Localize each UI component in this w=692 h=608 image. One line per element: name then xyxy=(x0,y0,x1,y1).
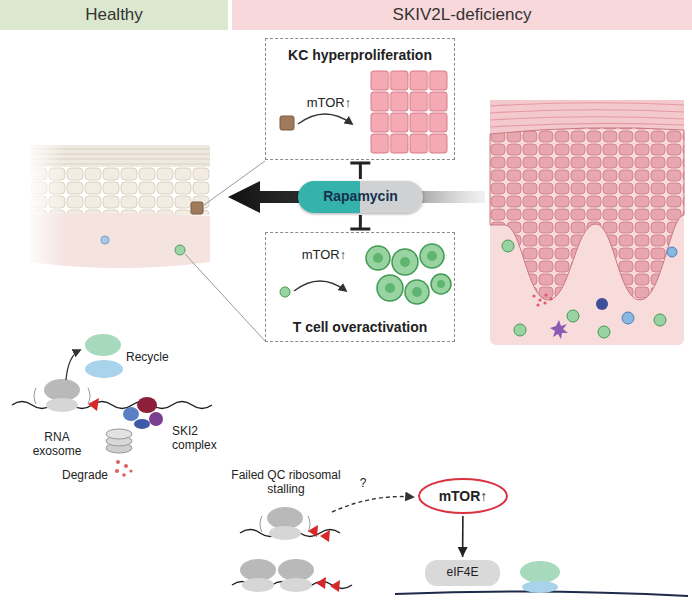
node-text: Rapamycin xyxy=(298,188,423,205)
header-band: Healthy xyxy=(0,0,228,30)
stall-signal xyxy=(88,398,99,411)
ribosome xyxy=(240,559,276,592)
t-cell xyxy=(654,314,666,326)
cytokines xyxy=(532,293,552,306)
node-text: KC hyperproliferation xyxy=(266,47,454,64)
text-label: Degrade xyxy=(62,468,117,482)
node-text: mTOR↑ xyxy=(420,488,506,505)
node-text: Healthy xyxy=(0,5,228,25)
reversal-arrow xyxy=(228,181,485,213)
node-text: mTOR↑ xyxy=(289,247,359,263)
rna-exosome xyxy=(106,429,132,453)
node-text: SKIV2L-deficiency xyxy=(232,5,692,25)
dendritic-cell xyxy=(550,320,568,339)
pathway-oval: mTOR↑ xyxy=(418,478,508,514)
epidermis xyxy=(490,128,684,300)
t-cell-cluster xyxy=(366,244,451,304)
text-label: SKI2 complex xyxy=(172,424,232,453)
stall-signal xyxy=(330,580,340,592)
keratinocyte-cluster xyxy=(370,70,448,154)
healthy-skin xyxy=(25,140,210,280)
ribosome xyxy=(278,559,314,592)
recycle-arrow xyxy=(66,350,80,380)
ski2-complex xyxy=(123,397,163,429)
keratinocyte xyxy=(280,116,294,130)
inhibition-bar xyxy=(350,161,370,164)
stall-signal xyxy=(320,530,330,542)
t-cell xyxy=(598,326,610,338)
ribosome xyxy=(267,507,303,540)
t-cell xyxy=(514,324,526,336)
degraded-rna xyxy=(115,460,133,477)
immune-cell xyxy=(101,236,109,244)
node-text: T cell overactivation xyxy=(266,319,454,336)
factor-shape: eIF4E xyxy=(425,560,500,586)
node-text: mTOR↑ xyxy=(294,95,364,111)
panel-box: mTOR↑ T cell overactivation xyxy=(265,232,455,342)
proliferation-arrow xyxy=(298,114,352,124)
immune-cell xyxy=(667,247,677,257)
arrow-head xyxy=(458,547,468,557)
fade xyxy=(25,140,65,280)
text-label: RNA exosome xyxy=(26,430,88,459)
motion-marks xyxy=(34,388,90,404)
leader-line xyxy=(185,254,265,341)
dermis xyxy=(490,100,684,345)
t-cell xyxy=(567,310,579,322)
connector-line xyxy=(359,215,362,229)
t-cell xyxy=(280,287,290,297)
text-label: Recycle xyxy=(126,350,196,364)
header-band: SKIV2L-deficiency xyxy=(232,0,692,30)
immune-cell xyxy=(596,298,608,310)
ribosome xyxy=(44,379,80,412)
ribosome-subunit xyxy=(85,360,123,378)
stall-signal xyxy=(308,525,318,537)
mrna xyxy=(12,402,212,409)
t-cell xyxy=(175,245,185,255)
immune-cell xyxy=(622,312,634,324)
t-cell xyxy=(502,240,514,252)
panel-box: KC hyperproliferation mTOR↑ xyxy=(265,38,455,160)
keratinocyte xyxy=(191,202,203,214)
connector-line xyxy=(359,163,362,179)
dashed-arrow xyxy=(332,497,413,512)
text-label: ? xyxy=(356,476,370,490)
inhibition-bar xyxy=(350,227,370,230)
text-label: Failed QC ribosomal stalling xyxy=(226,468,346,497)
ribosome-subunit xyxy=(520,561,560,583)
motion-marks xyxy=(260,516,310,532)
stall-signal xyxy=(316,577,326,589)
arrow-connector xyxy=(458,516,468,557)
activation-arrow xyxy=(294,281,346,291)
drug-pill: Rapamycin xyxy=(298,181,423,213)
ribosome-subunit xyxy=(522,581,558,593)
inhibition-connector xyxy=(350,163,370,179)
node-text: eIF4E xyxy=(425,565,500,579)
inhibition-connector xyxy=(350,215,370,229)
diseased-skin xyxy=(490,100,684,345)
ribosome-subunit xyxy=(85,334,121,356)
keratin-lines xyxy=(490,103,684,127)
